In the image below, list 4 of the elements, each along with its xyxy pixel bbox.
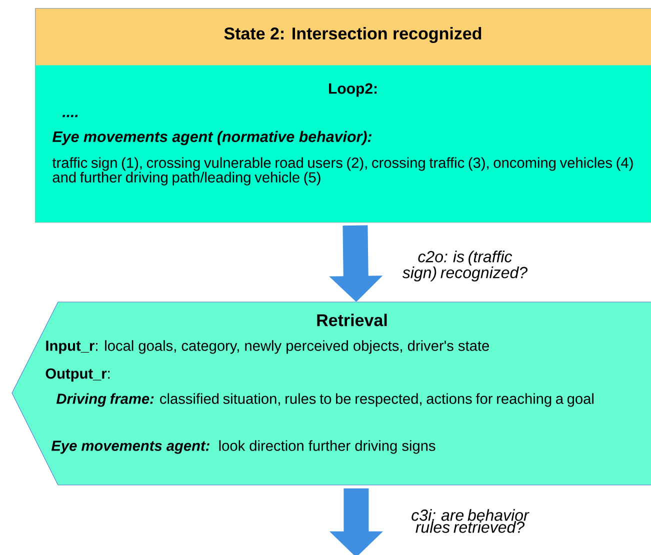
loop-panel: Loop2: .... Eye movements agent (normative behavior): traffic sign (1), crossing vulnerable road users (2), crossing traffic (3), oncoming vehicles (4) and further driving path/leading vehicle (5) xyxy=(35,65,651,222)
retrieval-hexagon: Retrieval Input_r: local goals, category, newly perceived objects, driver's state Output_r: Driving frame: classified situation, rules to be respected, actions for reaching a goal Eye movements agent: look direction further driving signs xyxy=(12,302,651,486)
edge-label: c2o: is (traffic sign) recognized? xyxy=(402,250,528,282)
edge-label: c3i: are behavior rules retrieved? xyxy=(412,509,530,533)
